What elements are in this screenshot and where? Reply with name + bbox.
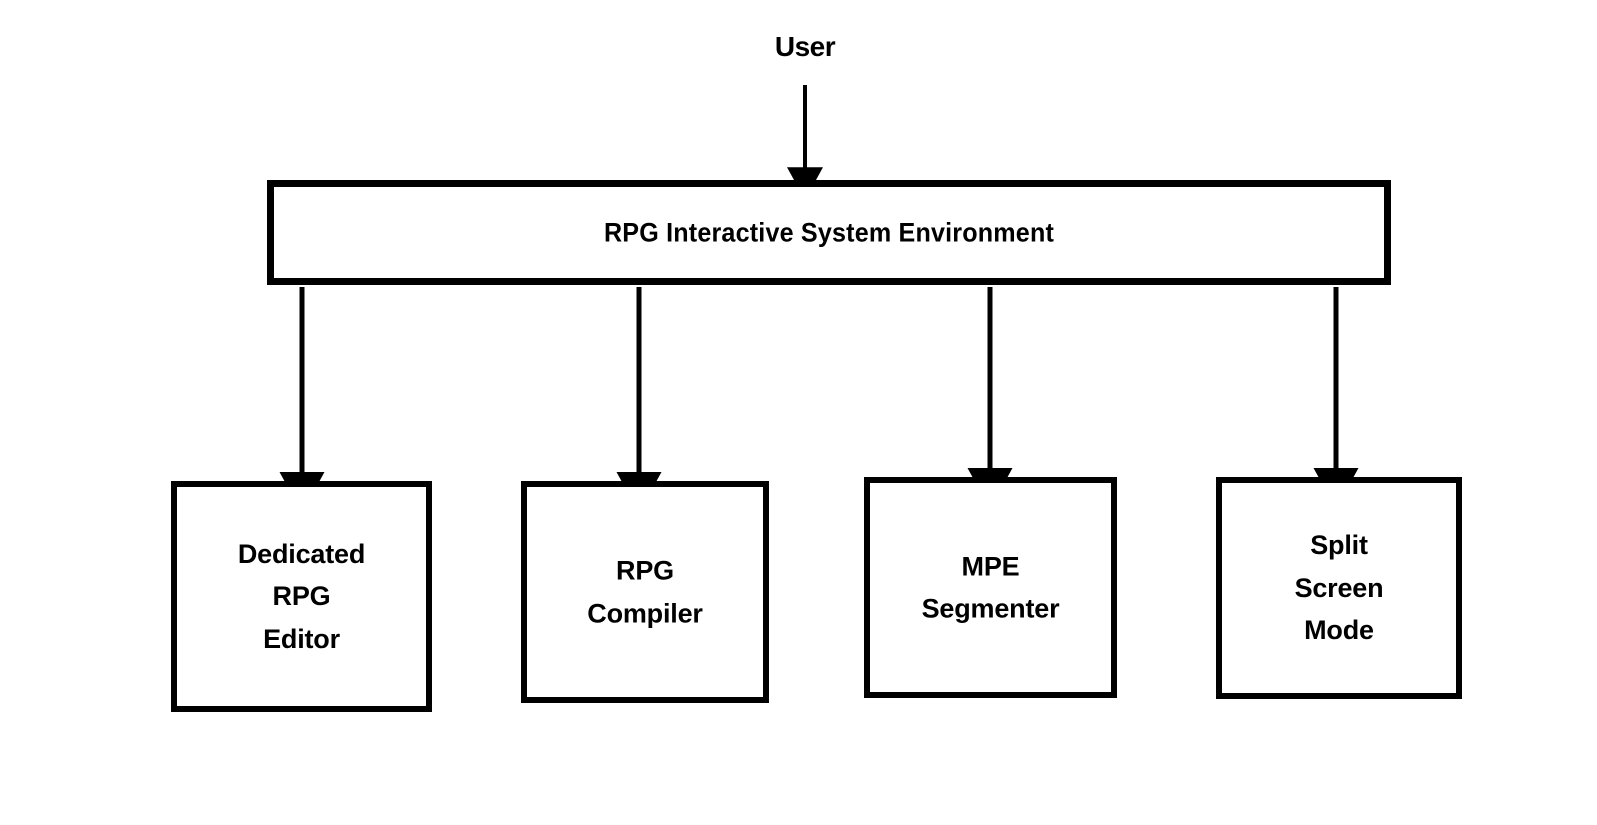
node-label-line: Split [1310,530,1368,561]
node-label-group: RPG Compiler [527,549,763,634]
node-label-line: Compiler [587,598,703,628]
node-label-line: RPG [272,581,331,612]
node-mpe-segmenter[interactable]: MPE Segmenter [864,477,1117,698]
node-label-line: RPG [616,555,674,586]
node-label-line: Screen [1294,572,1384,603]
node-label-line: Dedicated [237,538,366,569]
node-label-line: Mode [1304,615,1374,646]
node-label-line: Segmenter [921,593,1060,624]
node-dedicated-rpg-editor[interactable]: Dedicated RPG Editor [171,481,432,712]
user-label: User [774,31,836,62]
node-split-screen-mode[interactable]: Split Screen Mode [1216,477,1462,699]
node-label-line: MPE [961,550,1020,581]
node-label-group: MPE Segmenter [870,545,1111,630]
node-label-group: Split Screen Mode [1222,524,1456,652]
node-label: RPG Interactive System Environment [603,217,1055,247]
node-label-group: Dedicated RPG Editor [177,533,426,661]
node-rpg-interactive-system-environment[interactable]: RPG Interactive System Environment [267,180,1391,285]
node-rpg-compiler[interactable]: RPG Compiler [521,481,769,703]
node-label-line: Editor [263,623,340,654]
